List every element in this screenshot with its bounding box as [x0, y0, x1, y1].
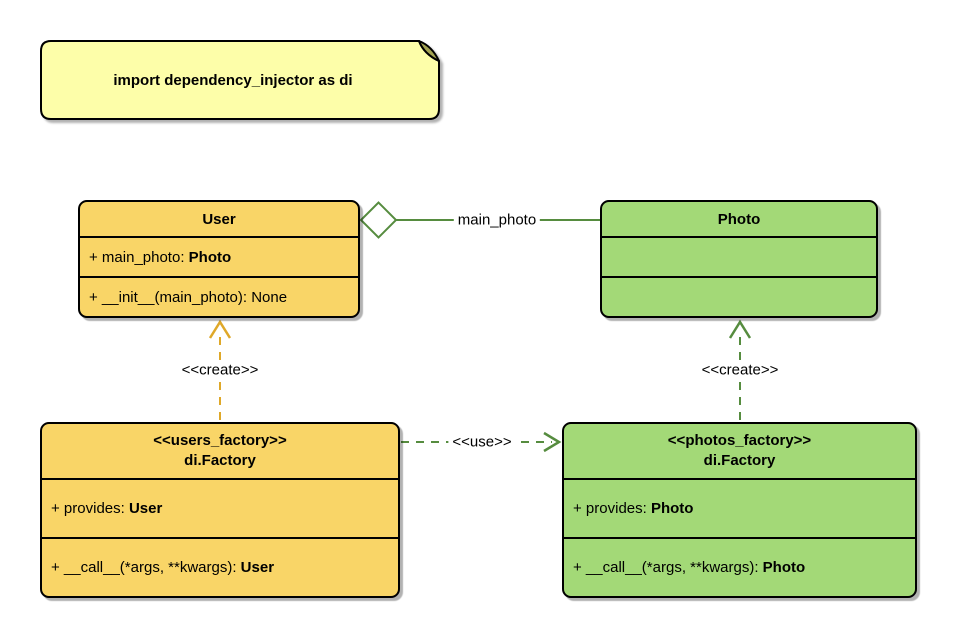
- attr-type: User: [128, 500, 163, 517]
- class-photo-title: Photo: [717, 210, 761, 228]
- attr-text: + provides:: [51, 500, 129, 517]
- class-user-title: User: [202, 210, 236, 228]
- import-note: import dependency_injector as di: [40, 40, 440, 120]
- class-users-factory-title: <<users_factory>> di.Factory: [42, 424, 398, 478]
- class-user-method-init: + __init__(main_photo): None: [80, 276, 358, 316]
- note-text: import dependency_injector as di: [113, 71, 353, 89]
- stereotype-label: <<users_factory>>: [153, 432, 287, 449]
- create-photo-label: <<create>>: [697, 360, 783, 380]
- photos-factory-attr-provides: + provides: Photo: [564, 478, 915, 537]
- users-factory-attr-provides: + provides: User: [42, 478, 398, 537]
- users-factory-method-call: + __call__(*args, **kwargs): User: [42, 537, 398, 596]
- class-name-label: di.Factory: [703, 452, 776, 469]
- aggregation-diamond-icon: [359, 201, 398, 239]
- class-name-label: di.Factory: [184, 452, 256, 469]
- class-photo-attributes-empty: [602, 236, 876, 276]
- class-photo: Photo: [600, 200, 878, 318]
- aggregation-label: main_photo: [453, 210, 541, 230]
- attr-type: User: [240, 559, 275, 576]
- create-photo-arrowhead-icon: [728, 319, 752, 339]
- attr-text: + main_photo:: [89, 248, 189, 266]
- class-user-attr-main-photo: + main_photo: Photo: [80, 236, 358, 276]
- use-label: <<use>>: [448, 432, 516, 452]
- class-user: User + main_photo: Photo + __init__(main…: [78, 200, 360, 318]
- note-shape: [40, 40, 440, 120]
- attr-text: + __call__(*args, **kwargs):: [573, 559, 763, 576]
- use-arrowhead-icon: [543, 431, 562, 453]
- attr-text: + provides:: [573, 500, 651, 517]
- attr-text: + __call__(*args, **kwargs):: [51, 559, 241, 576]
- attr-type: Photo: [650, 500, 694, 517]
- attr-text: + __init__(main_photo): None: [89, 288, 288, 306]
- class-users-factory: <<users_factory>> di.Factory + provides:…: [40, 422, 400, 598]
- class-photo-methods-empty: [602, 276, 876, 316]
- class-photos-factory-title: <<photos_factory>> di.Factory: [564, 424, 915, 478]
- create-user-arrowhead-icon: [208, 319, 232, 339]
- photos-factory-method-call: + __call__(*args, **kwargs): Photo: [564, 537, 915, 596]
- stereotype-label: <<photos_factory>>: [667, 432, 812, 449]
- note-folded-corner-icon: [418, 40, 440, 62]
- attr-type: Photo: [762, 559, 806, 576]
- class-photos-factory: <<photos_factory>> di.Factory + provides…: [562, 422, 917, 598]
- attr-type: Photo: [188, 248, 232, 266]
- create-user-label: <<create>>: [177, 360, 263, 380]
